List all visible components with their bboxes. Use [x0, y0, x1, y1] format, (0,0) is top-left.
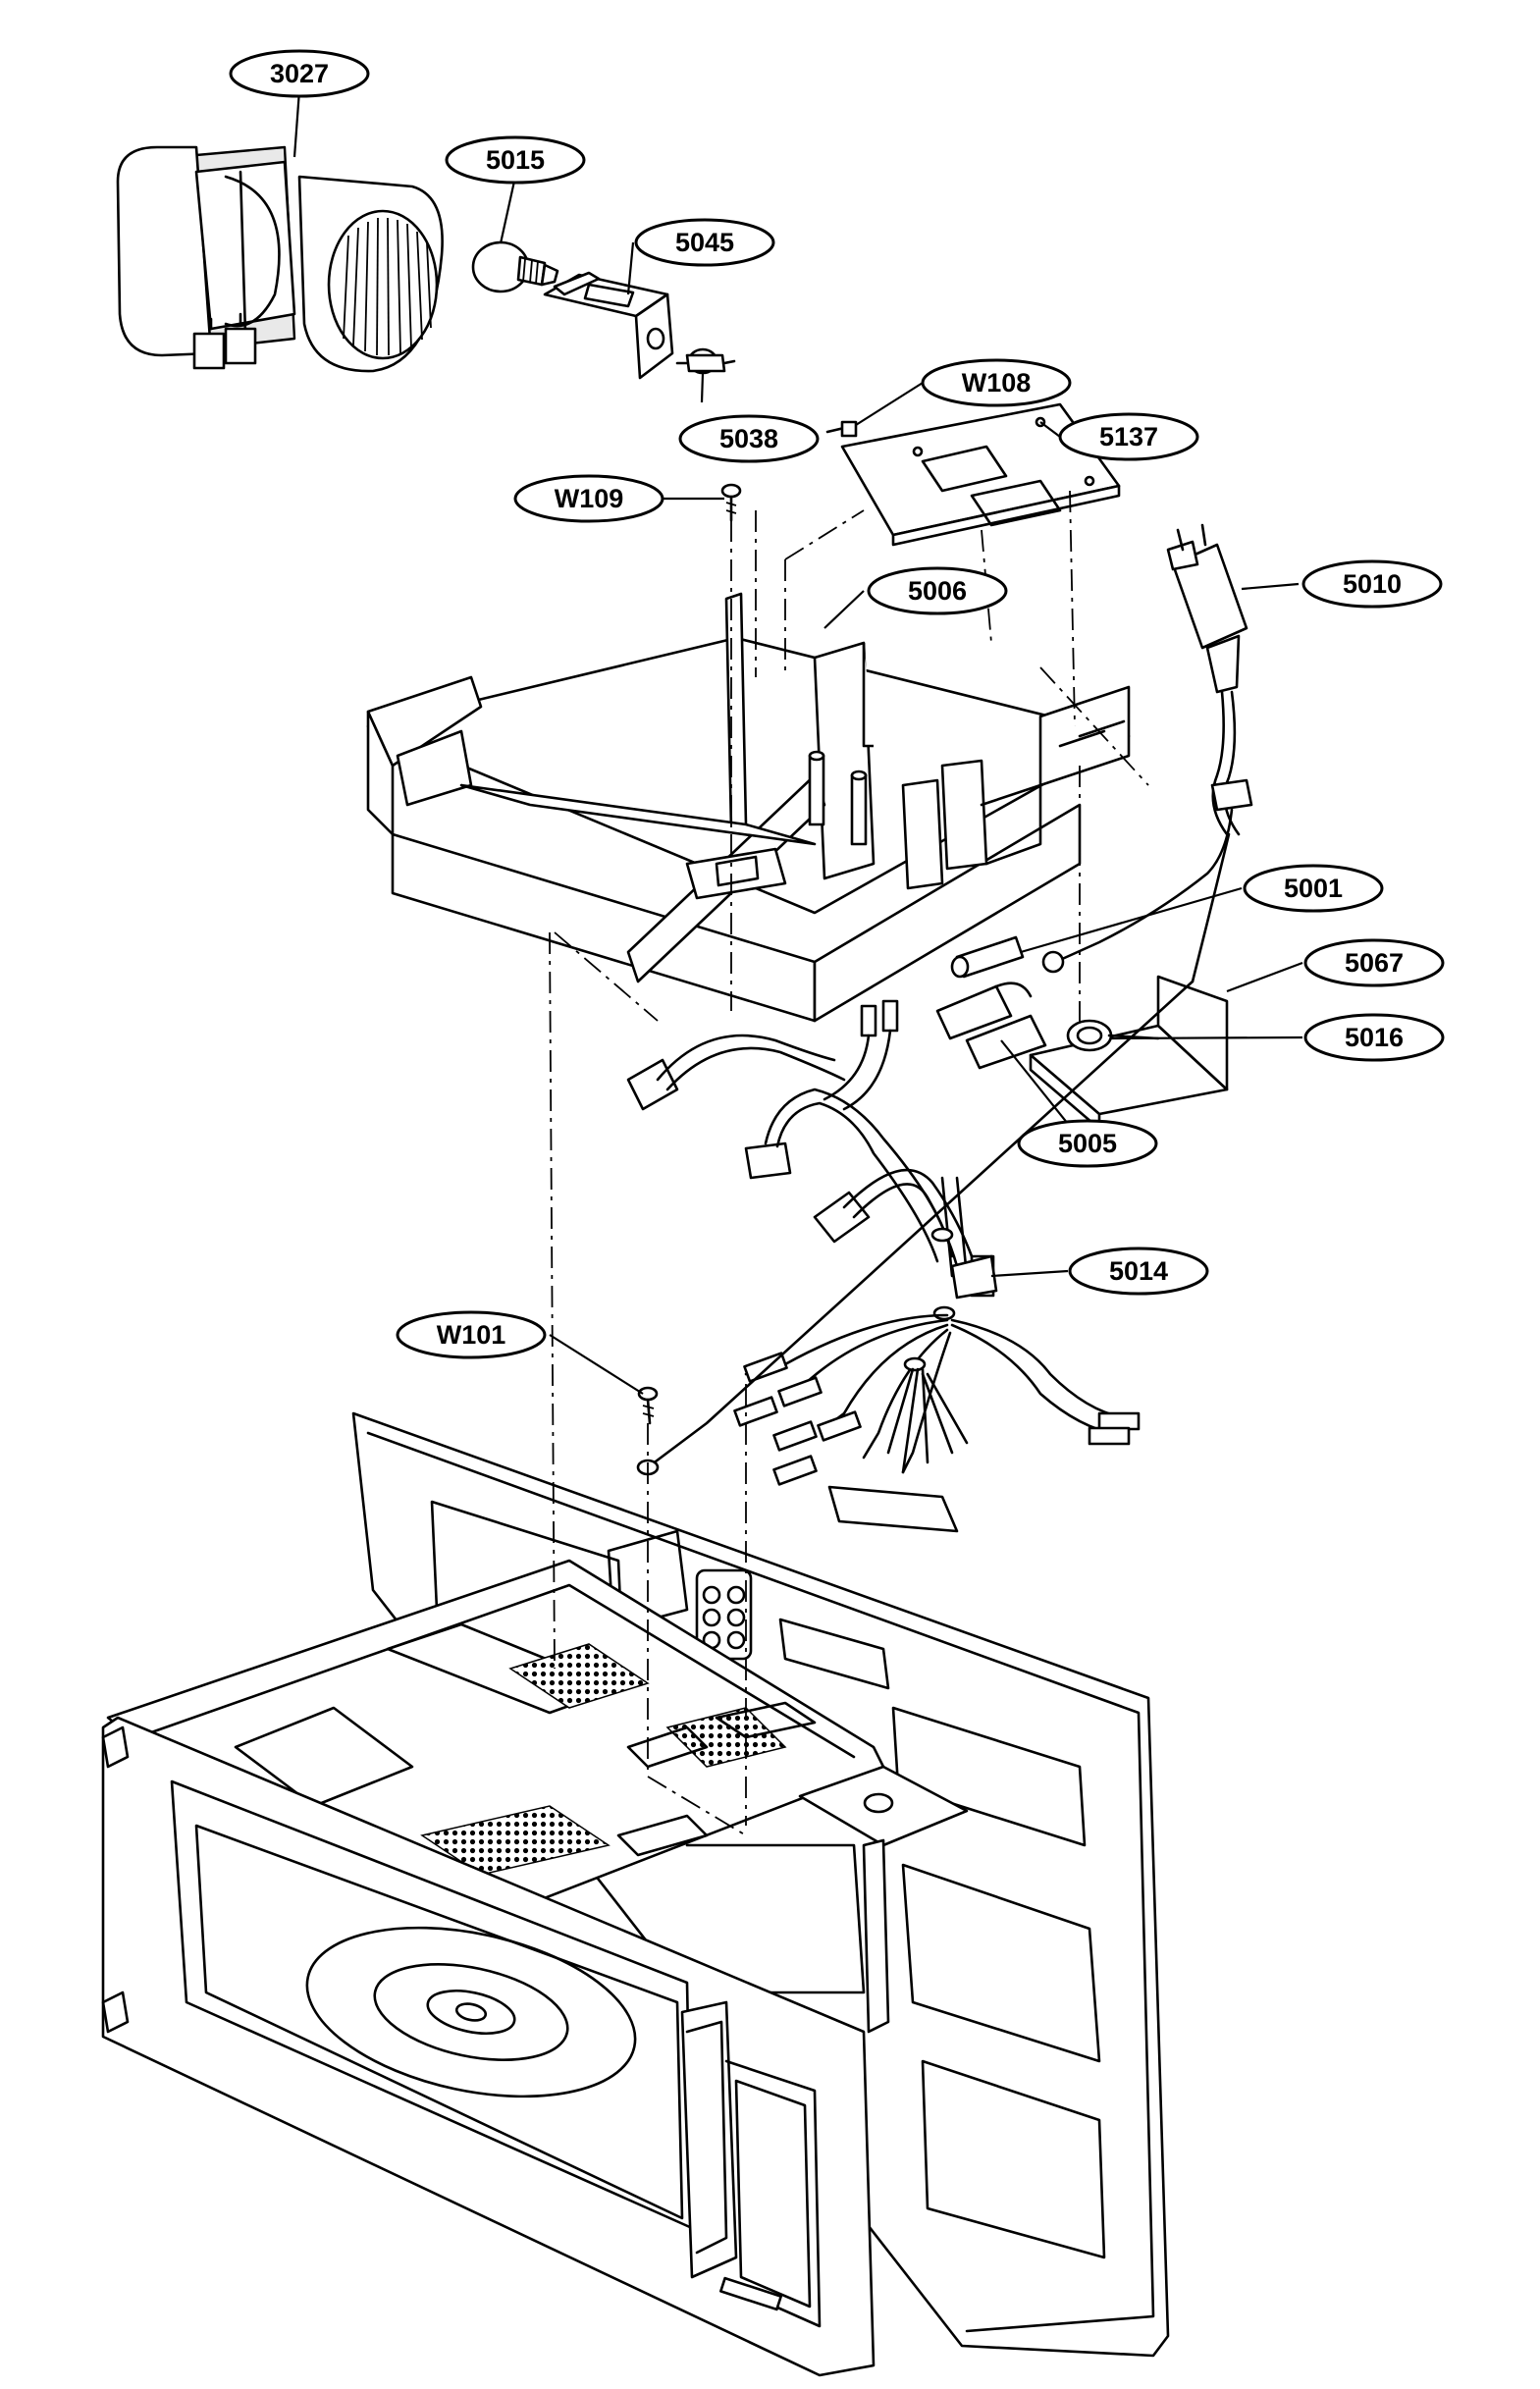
callout-5010: 5010: [1301, 559, 1443, 609]
callout-w109: W109: [513, 474, 664, 523]
callout-5016-label: 5016: [1345, 1023, 1404, 1052]
bracket-5067: [1029, 975, 1229, 1131]
callout-5014-label: 5014: [1109, 1256, 1168, 1286]
assembly-guide-lines: [549, 490, 1149, 1836]
callout-5001-label: 5001: [1284, 874, 1343, 903]
base-plate-5006: [366, 592, 1131, 1023]
callout-5016: 5016: [1303, 1013, 1445, 1062]
callout-w101: W101: [396, 1310, 547, 1359]
callout-3027-label: 3027: [270, 59, 329, 88]
callout-5005-label: 5005: [1058, 1129, 1117, 1158]
fuse-5001: [950, 935, 1025, 979]
callout-5006: 5006: [867, 566, 1008, 615]
callout-5015-label: 5015: [486, 145, 545, 175]
callout-5006-label: 5006: [908, 576, 967, 606]
callout-5005: 5005: [1017, 1119, 1158, 1168]
callout-5038: 5038: [678, 414, 820, 463]
callout-w101-label: W101: [437, 1320, 506, 1350]
callout-5067: 5067: [1303, 938, 1445, 987]
screw-w109: [720, 483, 742, 522]
lamp-socket-bracket: [543, 271, 674, 380]
callout-5045-label: 5045: [675, 228, 734, 257]
callout-5010-label: 5010: [1343, 569, 1402, 599]
screw-w108: [825, 420, 858, 438]
power-cord: [1041, 523, 1253, 983]
callout-5038-label: 5038: [719, 424, 778, 453]
callout-5015: 5015: [445, 135, 586, 185]
plate-5137: [840, 402, 1121, 547]
callout-5045: 5045: [634, 218, 775, 267]
callout-3027: 3027: [229, 49, 370, 98]
thermal-switch: [675, 347, 736, 375]
screw-w101: [637, 1386, 659, 1425]
lamp-bulb: [471, 240, 559, 293]
callout-w108-label: W108: [962, 368, 1032, 398]
callout-5067-label: 5067: [1345, 948, 1404, 978]
wire-harness: [626, 980, 1195, 1533]
callout-w109-label: W109: [555, 484, 624, 513]
callout-5001: 5001: [1243, 864, 1384, 913]
blower-fan-assembly: [116, 145, 444, 373]
cavity-frame: [101, 1411, 1170, 2377]
callout-5137-label: 5137: [1099, 422, 1158, 451]
callout-leaders: [292, 89, 1303, 1395]
callout-5137: 5137: [1058, 412, 1199, 461]
callout-5014: 5014: [1068, 1247, 1209, 1296]
fuse-holder-5005: [935, 982, 1047, 1070]
callout-w108: W108: [921, 358, 1072, 407]
